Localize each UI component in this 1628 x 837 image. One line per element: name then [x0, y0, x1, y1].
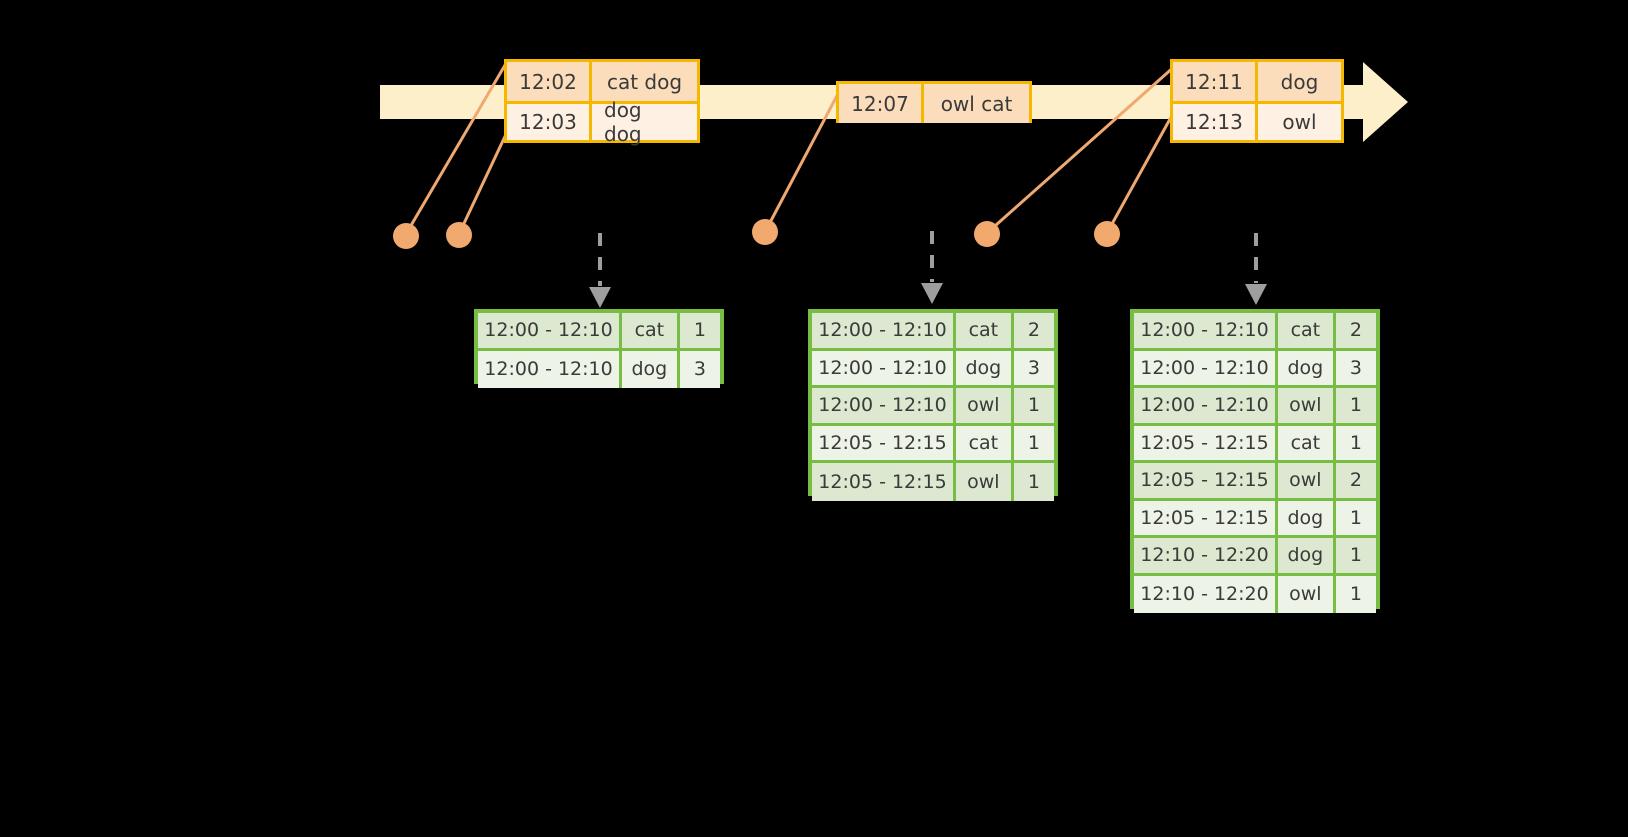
- event-time: 12:11: [1173, 62, 1258, 101]
- event-time: 12:03: [507, 104, 592, 140]
- event-value: dog: [1258, 62, 1341, 101]
- event-time: 12:02: [507, 62, 592, 101]
- cell-window: 12:10 - 12:20: [1134, 575, 1279, 613]
- cell-count: 1: [1013, 388, 1055, 426]
- cell-count: 1: [1335, 388, 1377, 426]
- cell-key: dog: [956, 350, 1014, 388]
- cell-key: dog: [1278, 350, 1336, 388]
- event-value: owl: [1258, 104, 1341, 140]
- cell-count: 3: [679, 350, 721, 388]
- cell-key: owl: [956, 463, 1014, 501]
- cell-window: 12:05 - 12:15: [1134, 463, 1279, 501]
- cell-window: 12:05 - 12:15: [1134, 425, 1279, 463]
- cell-key: cat: [1278, 425, 1336, 463]
- cell-key: owl: [1278, 463, 1336, 501]
- event-row[interactable]: 12:07 owl cat: [839, 84, 1029, 123]
- cell-window: 12:00 - 12:10: [812, 313, 957, 351]
- cell-count: 3: [1335, 350, 1377, 388]
- cell-key: cat: [1278, 313, 1336, 351]
- cell-count: 3: [1013, 350, 1055, 388]
- cell-window: 12:00 - 12:10: [478, 313, 623, 351]
- event-value: dog dog: [592, 98, 697, 146]
- emit-arrow-heads: [589, 283, 1267, 308]
- cell-key: cat: [622, 313, 680, 351]
- cell-count: 2: [1335, 463, 1377, 501]
- event-row[interactable]: 12:02 cat dog: [507, 62, 697, 101]
- cell-key: owl: [1278, 575, 1336, 613]
- cell-count: 1: [679, 313, 721, 351]
- event-row[interactable]: 12:11 dog: [1173, 62, 1341, 101]
- event-value: cat dog: [592, 62, 697, 101]
- event-box-group-3[interactable]: 12:11 dog 12:13 owl: [1170, 59, 1344, 143]
- cell-count: 1: [1335, 425, 1377, 463]
- cell-window: 12:05 - 12:15: [812, 463, 957, 501]
- cell-key: dog: [1278, 500, 1336, 538]
- cell-count: 1: [1335, 575, 1377, 613]
- cell-window: 12:10 - 12:20: [1134, 538, 1279, 576]
- event-dot-5: [1094, 221, 1120, 247]
- cell-window: 12:00 - 12:10: [1134, 313, 1279, 351]
- emit-arrows: [598, 231, 1258, 286]
- cell-window: 12:05 - 12:15: [812, 425, 957, 463]
- event-row[interactable]: 12:13 owl: [1173, 101, 1341, 140]
- cell-window: 12:00 - 12:10: [478, 350, 623, 388]
- event-value: owl cat: [924, 84, 1029, 123]
- cell-window: 12:05 - 12:15: [1134, 500, 1279, 538]
- event-dot-3: [752, 219, 778, 245]
- cell-count: 1: [1013, 463, 1055, 501]
- cell-window: 12:00 - 12:10: [812, 388, 957, 426]
- event-marker-dots: [393, 219, 1120, 249]
- event-time: 12:07: [839, 84, 924, 123]
- cell-count: 2: [1013, 313, 1055, 351]
- cell-window: 12:00 - 12:10: [1134, 350, 1279, 388]
- event-dot-1: [393, 223, 419, 249]
- cell-key: owl: [956, 388, 1014, 426]
- cell-count: 1: [1013, 425, 1055, 463]
- event-dot-2: [446, 222, 472, 248]
- cell-count: 2: [1335, 313, 1377, 351]
- event-box-group-2[interactable]: 12:07 owl cat: [836, 81, 1032, 123]
- cell-window: 12:00 - 12:10: [1134, 388, 1279, 426]
- cell-key: cat: [956, 313, 1014, 351]
- event-box-group-1[interactable]: 12:02 cat dog 12:03 dog dog: [504, 59, 700, 146]
- cell-count: 1: [1335, 500, 1377, 538]
- cell-count: 1: [1335, 538, 1377, 576]
- cell-key: dog: [622, 350, 680, 388]
- cell-window: 12:00 - 12:10: [812, 350, 957, 388]
- cell-key: dog: [1278, 538, 1336, 576]
- event-dot-4: [974, 221, 1000, 247]
- cell-key: cat: [956, 425, 1014, 463]
- event-time: 12:13: [1173, 104, 1258, 140]
- cell-key: owl: [1278, 388, 1336, 426]
- event-row[interactable]: 12:03 dog dog: [507, 98, 697, 146]
